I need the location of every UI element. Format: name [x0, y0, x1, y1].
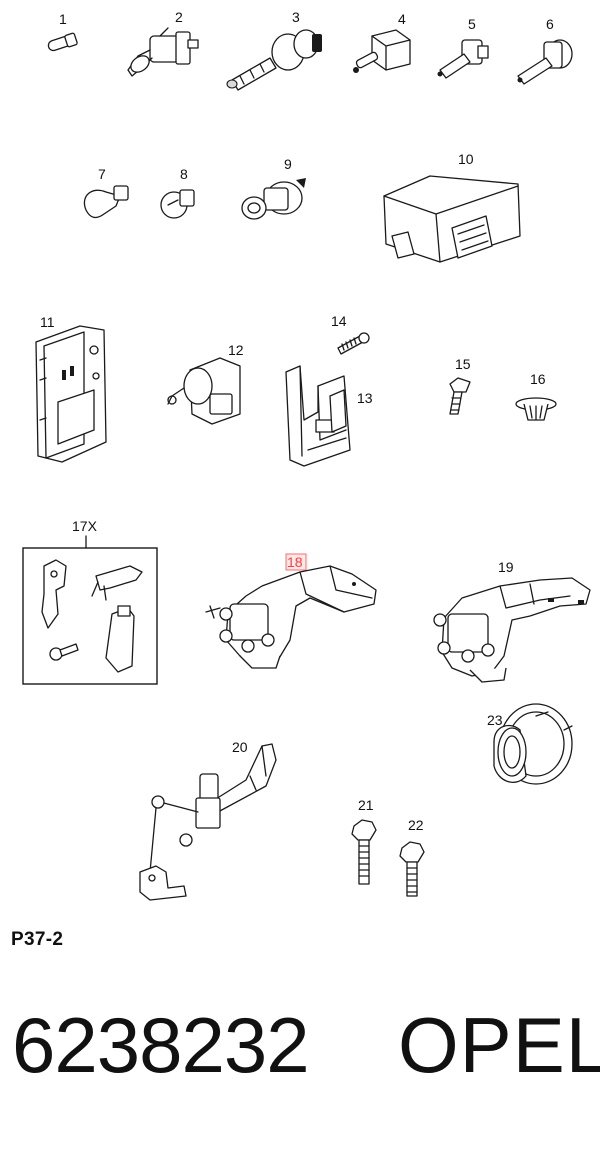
part-3-xenon-bulb: [226, 29, 322, 91]
callout-2: 2: [175, 9, 183, 25]
part-21-long-bolt: [351, 819, 377, 885]
part-20-level-sensor-linkage: [139, 743, 277, 901]
part-18-level-sensor-bracket: [205, 565, 377, 669]
part-16-clip-nut: [515, 397, 557, 421]
callout-11: 11: [40, 314, 55, 330]
callout-10: 10: [458, 151, 474, 167]
part-17x-repair-kit: [22, 547, 158, 685]
callout-15: 15: [455, 356, 471, 372]
part-10-control-module: [383, 175, 521, 263]
part-4-bulb-holder: [353, 29, 411, 73]
callout-18-highlight: [285, 553, 307, 571]
callout-20: 20: [232, 739, 248, 755]
callout-4: 4: [398, 11, 406, 27]
callout-5: 5: [468, 16, 476, 32]
part-22-short-bolt: [399, 841, 425, 897]
callout-16: 16: [530, 371, 546, 387]
callout-22: 22: [408, 817, 424, 833]
callout-3: 3: [292, 9, 300, 25]
callout-13: 13: [357, 390, 373, 406]
part-8-bulb: [160, 189, 195, 219]
callout-12: 12: [228, 342, 244, 358]
callout-17x: 17X: [72, 518, 98, 534]
callout-19: 19: [498, 559, 514, 575]
part-1-small-bulb: [47, 32, 78, 52]
part-23-bulb-socket-cap: [493, 703, 573, 785]
part-9-bulb-with-socket: [241, 178, 306, 220]
callout-23: 23: [487, 712, 503, 728]
callout-1: 1: [59, 11, 67, 27]
part-12-adjustment-motor: [167, 357, 241, 425]
part-5-h7-bulb: [437, 39, 489, 79]
part-15-bolt: [449, 377, 471, 415]
callout-6: 6: [546, 16, 554, 32]
part-19-level-sensor-assembly: [433, 577, 591, 683]
callout-21: 21: [358, 797, 374, 813]
part-number: 6238232: [12, 1001, 310, 1089]
part-13-bracket: [285, 365, 351, 467]
callout-18[interactable]: 18: [287, 554, 303, 570]
part-14-screw: [337, 332, 370, 355]
callout-14: 14: [331, 313, 347, 329]
part-2-headlamp-bulb-h4: [127, 27, 199, 77]
part-11-ballast-module: [35, 325, 107, 463]
part-7-turn-signal-bulb: [83, 185, 129, 219]
callout-7: 7: [98, 166, 106, 182]
page-code: P37-2: [11, 929, 64, 950]
part-6-h1-bulb: [517, 39, 573, 85]
callout-8: 8: [180, 166, 188, 182]
callout-9: 9: [284, 156, 292, 172]
brand-name: OPEL: [398, 1001, 600, 1089]
